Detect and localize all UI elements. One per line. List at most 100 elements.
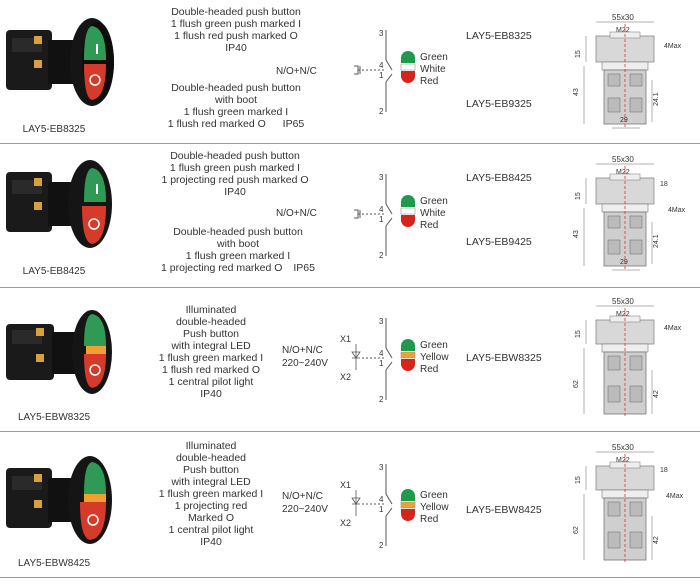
desc-line: 1 projecting red marked O IP65 (146, 262, 330, 274)
model-number: LAY5-EBW8425 (466, 504, 542, 516)
product-image (6, 160, 112, 248)
circuit-schematic: X1 X2 3 4 1 2 (340, 317, 393, 404)
terminal-label: 3 (379, 29, 384, 38)
dim-label: M22 (616, 169, 630, 176)
desc-line: 1 flush red push marked O (174, 30, 298, 42)
product-caption: LAY5-EBW8325 (17, 412, 91, 423)
dim-label: 29 (620, 259, 628, 266)
circuit-schematic: X1 X2 3 4 1 2 (340, 463, 393, 550)
ip-rating: IP65 (293, 262, 315, 274)
dimension-drawing: 55x30 M22 15 43 4Max 24.1 29 (573, 13, 682, 129)
dim-label: 55x30 (612, 13, 634, 22)
contact-text: N/O+N/C (282, 345, 323, 356)
terminal-label: 2 (379, 107, 384, 116)
terminal-label: 4 (379, 61, 384, 70)
dim-label: 24.1 (653, 92, 660, 106)
dim-label: 43 (573, 88, 580, 96)
color-yellow: Yellow (420, 502, 449, 513)
terminal-label: 4 (379, 495, 384, 504)
color-green: Green (420, 340, 448, 351)
terminal-label: 2 (379, 541, 384, 550)
terminal-label: 4 (379, 205, 384, 214)
lamp-indicator-icon (400, 489, 416, 521)
voltage-text: 220~240V (282, 358, 328, 369)
dim-label: 62 (573, 380, 580, 388)
model-number: LAY5-EB9425 (466, 236, 532, 248)
model-number: LAY5-EBW8325 (466, 352, 542, 364)
desc-line: with boot (214, 94, 258, 106)
product-image (6, 456, 112, 544)
terminal-label: 3 (379, 317, 384, 326)
color-green: Green (420, 196, 448, 207)
dim-label: M22 (616, 311, 630, 318)
terminal-label: 2 (379, 251, 384, 260)
desc-line: Marked O (187, 512, 235, 524)
dim-label: 15 (575, 50, 582, 58)
dim-label: 55x30 (612, 297, 634, 306)
model-number: LAY5-EB9325 (466, 98, 532, 110)
description-primary: Double-headed push button 1 flush green … (142, 150, 328, 198)
dim-label: 4Max (668, 207, 686, 214)
desc-line: 1 projecting red push marked O (161, 174, 309, 186)
lamp-indicator-icon (400, 51, 416, 83)
dim-label: 24.1 (653, 234, 660, 248)
terminal-label: X2 (340, 372, 351, 382)
desc-line: Double-headed push button (171, 6, 301, 18)
color-red: Red (420, 76, 439, 87)
desc-text: 1 flush red marked O (167, 118, 266, 130)
desc-line: 1 projecting red (174, 500, 248, 512)
dim-label: 42 (653, 390, 660, 398)
product-image (6, 310, 112, 394)
terminal-label: X1 (340, 334, 351, 344)
desc-line: 1 flush red marked O IP65 (146, 118, 326, 130)
terminal-label: 4 (379, 349, 384, 358)
dim-label: 55x30 (612, 155, 634, 164)
desc-line: Double-headed push button (170, 150, 300, 162)
product-row-3: LAY5-EBW8325 Illuminated double-headed P… (0, 288, 700, 432)
circuit-schematic: 3 4 1 2 (354, 173, 393, 260)
terminal-label: 1 (379, 505, 384, 514)
contact-type: N/O+N/C 220~240V (282, 490, 328, 516)
desc-line: Illuminated (185, 304, 237, 316)
contact-type: N/O+N/C (276, 66, 317, 77)
circuit-schematic: 3 4 1 2 (354, 29, 393, 116)
terminal-label: 1 (379, 359, 384, 368)
ip-rating: IP65 (282, 118, 305, 130)
desc-line: Illuminated (185, 440, 237, 452)
color-legend: Green White Red (420, 52, 448, 88)
color-legend: Green Yellow Red (420, 490, 449, 526)
dim-label: 62 (573, 526, 580, 534)
dimension-drawing: 55x30 M22 15 43 18 4Max 24.1 29 (573, 155, 686, 271)
color-red: Red (420, 514, 439, 525)
description-boot: Double-headed push button with boot 1 fl… (146, 82, 326, 130)
dimension-drawing: 55x30 M22 15 62 18 4Max 42 (573, 443, 684, 562)
color-legend: Green Yellow Red (420, 340, 449, 376)
product-caption: LAY5-EBW8425 (17, 558, 91, 569)
contact-type: N/O+N/C (276, 208, 317, 219)
desc-line: 1 central pilot light (168, 376, 254, 388)
product-row-2: LAY5-EB8425 Double-headed push button 1 … (0, 144, 700, 288)
description: Illuminated double-headed Push button wi… (146, 304, 276, 400)
terminal-label: 3 (379, 463, 384, 472)
dim-label: 55x30 (612, 443, 634, 452)
color-red: Red (420, 364, 439, 375)
desc-line: Push button (182, 464, 240, 476)
color-white: White (420, 64, 446, 75)
desc-text: 1 projecting red marked O (161, 262, 283, 274)
desc-line: 1 central pilot light (168, 524, 254, 536)
desc-line: with boot (216, 238, 260, 250)
terminal-label: X1 (340, 480, 351, 490)
lamp-indicator-icon (400, 195, 416, 227)
desc-line: 1 flush green marked I (158, 488, 264, 500)
desc-line: 1 flush green marked I (183, 106, 289, 118)
dim-label: 4Max (664, 43, 682, 50)
voltage-text: 220~240V (282, 504, 328, 515)
terminal-label: 1 (379, 215, 384, 224)
model-number: LAY5-EB8325 (466, 30, 532, 42)
dim-label: 15 (575, 330, 582, 338)
desc-line: with integral LED (171, 476, 251, 488)
contact-text: N/O+N/C (282, 491, 323, 502)
desc-line: double-headed (175, 316, 247, 328)
color-yellow: Yellow (420, 352, 449, 363)
product-row-4: LAY5-EBW8425 Illuminated double-headed P… (0, 432, 700, 578)
